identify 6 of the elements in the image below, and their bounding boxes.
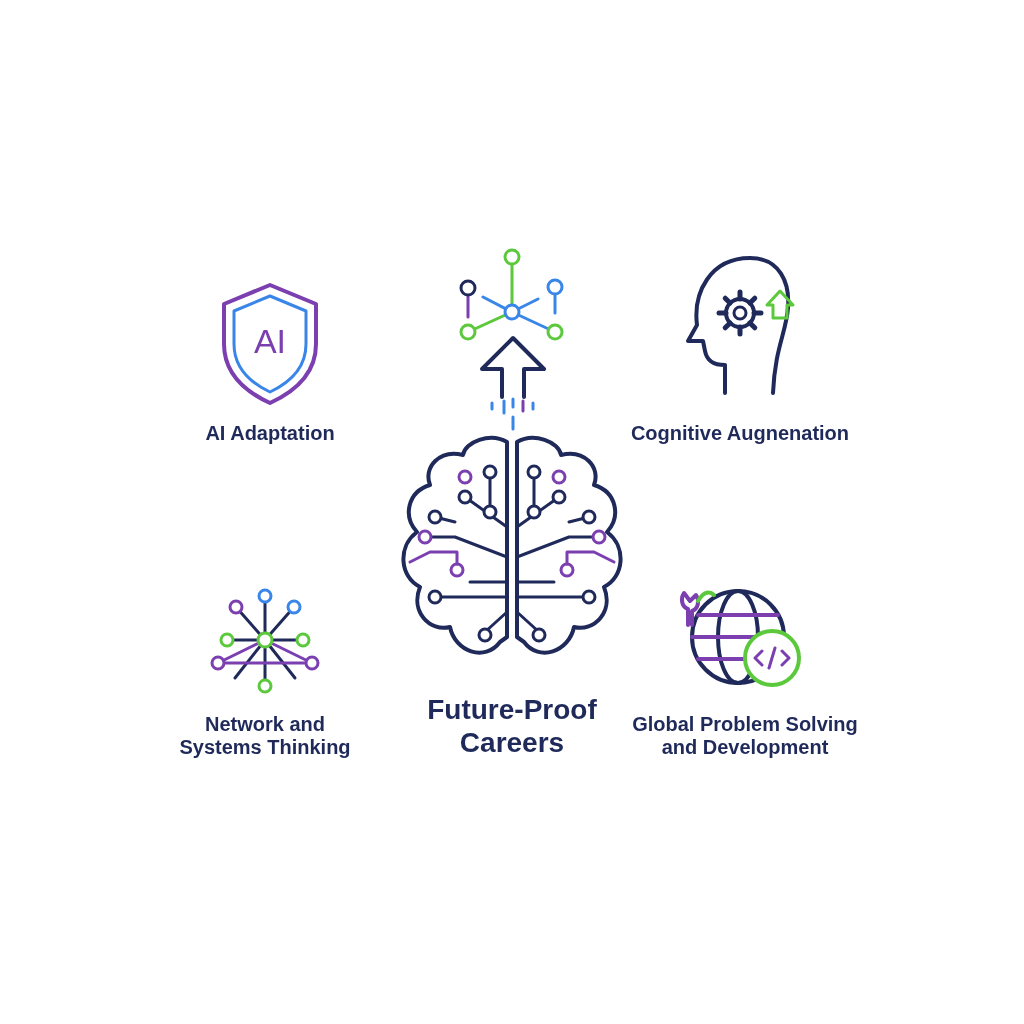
icon-text: AI: [252, 322, 288, 360]
caption-text: Network and Systems Thinking: [178, 713, 352, 759]
caption-text: AI Adaptation: [204, 422, 336, 445]
heading-text: Future-Proof Careers: [426, 693, 598, 759]
caption-text: Cognitive Augnenation: [630, 422, 850, 445]
caption-text: Global Problem Solving and Development: [631, 713, 859, 759]
